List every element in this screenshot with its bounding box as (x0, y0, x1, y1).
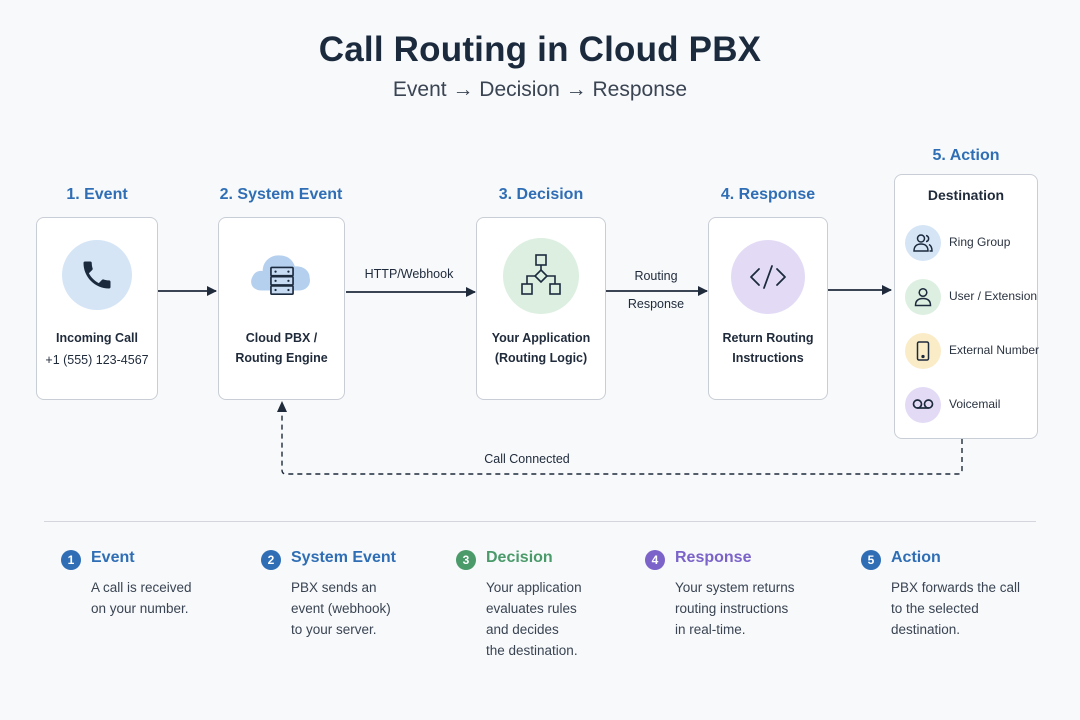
legend-number-4: 4 (645, 550, 665, 570)
legend-title-action: Action (891, 549, 941, 566)
legend-title-event: Event (91, 549, 135, 566)
legend-desc-event: A call is received on your number. (91, 580, 192, 616)
voicemail-icon (905, 387, 941, 423)
destination-ring-group[interactable]: Ring Group (905, 225, 1033, 263)
flowchart-icon (503, 238, 579, 314)
users-icon (905, 225, 941, 261)
destination-external-number[interactable]: External Number (905, 333, 1039, 371)
edge-label-webhook: HTTP/Webhook (364, 267, 454, 281)
call-connected-loop (281, 412, 963, 475)
call-connected-arrowhead (277, 401, 287, 412)
cloud-pbx-title-line2: Routing Engine (235, 351, 328, 365)
incoming-call-number: +1 (555) 123-4567 (45, 353, 149, 367)
incoming-call-title: Incoming Call (56, 331, 138, 345)
legend-number-2: 2 (261, 550, 281, 570)
legend-number-3: 3 (456, 550, 476, 570)
legend-number-5: 5 (861, 550, 881, 570)
cloud-server-icon (247, 238, 317, 308)
code-icon (731, 240, 805, 314)
legend-title-response: Response (675, 549, 752, 566)
edge-label-call-connected: Call Connected (484, 452, 570, 466)
destination-user-extension[interactable]: User / Extension (905, 279, 1037, 317)
step-label-action: 5. Action (932, 147, 1000, 164)
legend-title-decision: Decision (486, 549, 553, 566)
legend-title-system-event: System Event (291, 549, 396, 566)
step-label-decision: 3. Decision (498, 186, 584, 203)
user-icon (905, 279, 941, 315)
your-application-title-line1: Your Application (491, 331, 591, 345)
edge-label-response: Response (627, 297, 685, 311)
legend-number-1: 1 (61, 550, 81, 570)
destination-title: Destination (927, 187, 1005, 203)
legend-desc-system-event: PBX sends an event (webhook) to your ser… (291, 580, 391, 637)
page-subtitle: Event → Decision → Response (392, 78, 688, 101)
page-title: Call Routing in Cloud PBX (318, 30, 762, 69)
incoming-call-card: Incoming Call +1 (555) 123-4567 (36, 217, 158, 400)
return-routing-title-line1: Return Routing (722, 331, 814, 345)
phone-icon (62, 240, 132, 310)
your-application-title-line2: (Routing Logic) (494, 351, 588, 365)
your-application-card: Your Application (Routing Logic) (476, 217, 606, 400)
legend-desc-decision: Your application evaluates rules and dec… (486, 580, 582, 658)
step-label-response: 4. Response (720, 186, 816, 203)
external-number-label: External Number (949, 343, 1040, 357)
ring-group-label: Ring Group (949, 235, 1011, 249)
legend-desc-response: Your system returns routing instructions… (675, 580, 795, 637)
cloud-pbx-card: Cloud PBX / Routing Engine (218, 217, 345, 400)
legend-desc-action: PBX forwards the call to the selected de… (891, 580, 1021, 637)
step-label-event: 1. Event (66, 186, 128, 203)
return-routing-card: Return Routing Instructions (708, 217, 828, 400)
destination-card: Destination Ring Group User / Extension (894, 174, 1039, 439)
return-routing-title-line2: Instructions (732, 351, 804, 365)
destination-voicemail[interactable]: Voicemail (905, 387, 1033, 425)
mobile-phone-icon (905, 333, 941, 369)
user-extension-label: User / Extension (949, 289, 1038, 303)
section-divider (44, 521, 1036, 522)
cloud-pbx-title-line1: Cloud PBX / (245, 331, 318, 345)
voicemail-label: Voicemail (949, 397, 1001, 411)
edge-label-routing: Routing (634, 269, 678, 283)
step-label-system-event: 2. System Event (219, 186, 343, 203)
